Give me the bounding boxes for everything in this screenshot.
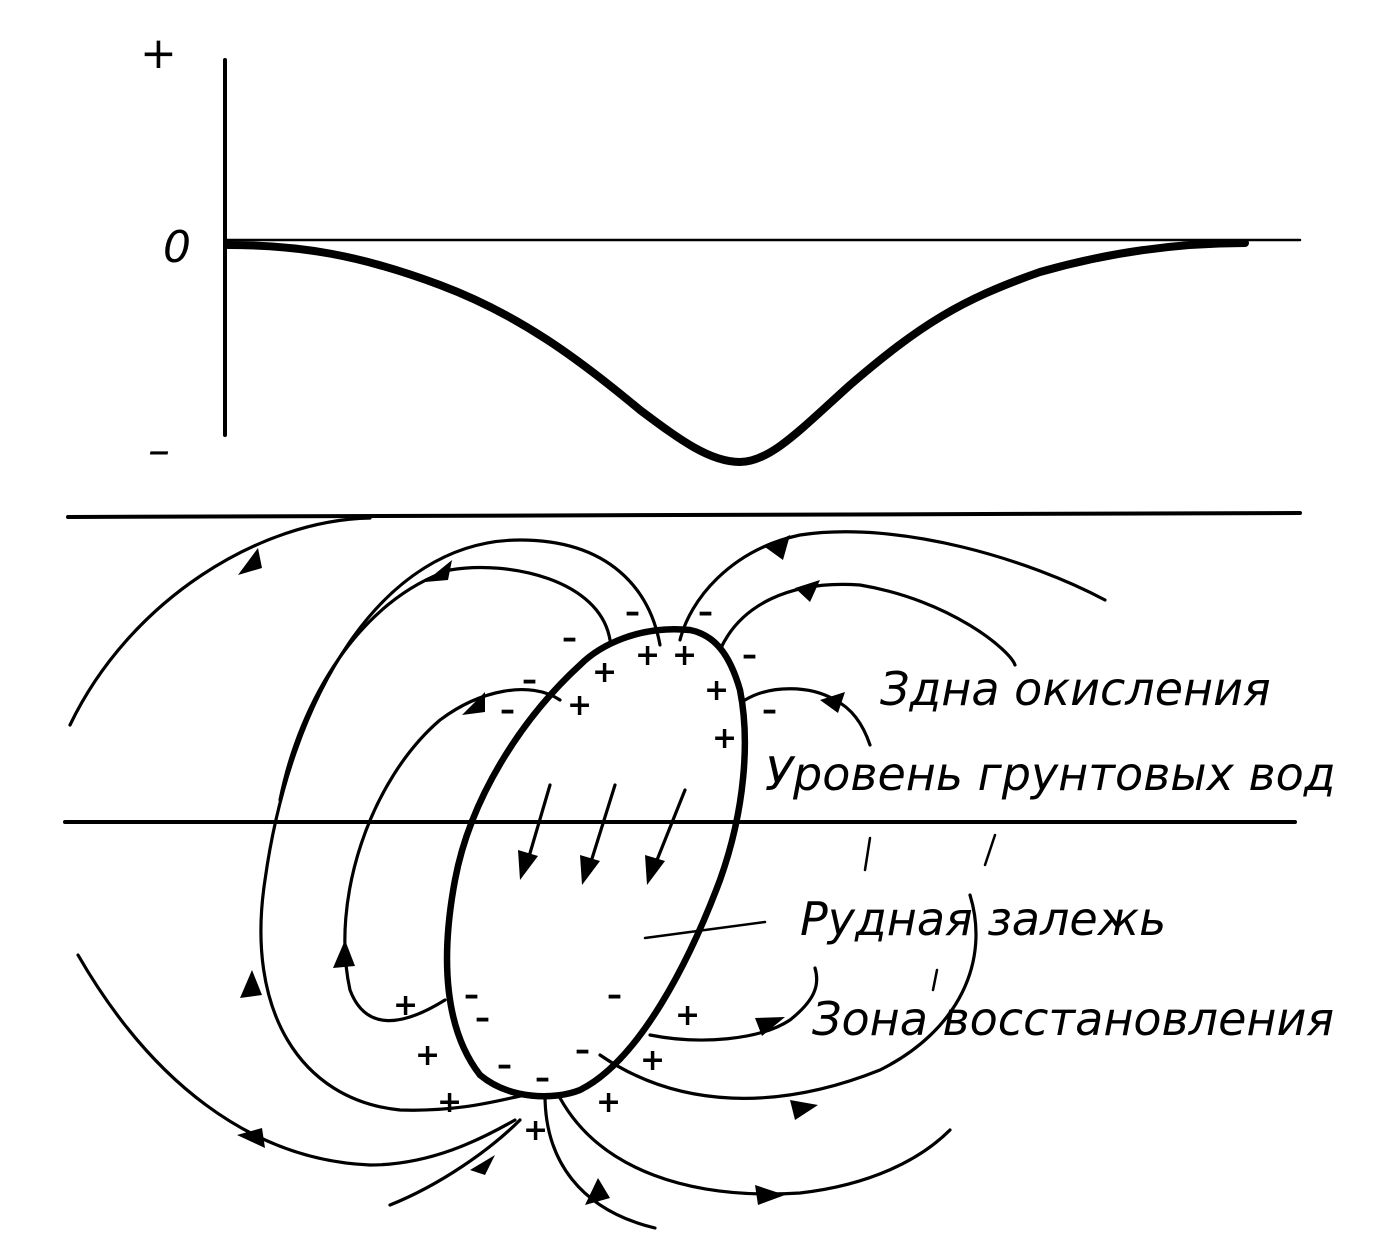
charge-minus: – [607, 978, 622, 1013]
field-line-outer-left [68, 516, 372, 727]
charge-minus: – [762, 693, 777, 728]
label-reduction-zone: Зона восстановления [812, 992, 1334, 1046]
arrowhead [755, 1185, 785, 1205]
arrowhead [237, 1128, 265, 1148]
charge-signs: – – – – – – – + + + + + + + + + + + + + … [393, 595, 777, 1148]
charge-plus: + [592, 655, 617, 690]
arrowhead [333, 940, 355, 968]
label-leaders [643, 833, 997, 992]
charge-minus: – [562, 621, 577, 656]
arrowhead [755, 1017, 785, 1036]
field-line-left-4 [343, 688, 562, 1023]
label-groundwater-level: Уровень грунтовых вод [765, 747, 1336, 801]
cross-section: – – – – – – – + + + + + + + + + + + + + … [63, 511, 1336, 1230]
charge-minus: – [500, 693, 515, 728]
charge-minus: – [475, 1001, 490, 1036]
charge-minus: – [464, 978, 479, 1013]
current-field-lines [68, 516, 1107, 1230]
charge-plus: + [415, 1038, 440, 1073]
internal-current-arrows [518, 783, 687, 885]
arrowhead [470, 1155, 495, 1175]
charge-minus: – [522, 663, 537, 698]
charge-plus: + [393, 988, 418, 1023]
field-line-left-2 [259, 538, 662, 1112]
charge-plus: + [712, 721, 737, 756]
leader-line-reduction [983, 833, 997, 867]
internal-arrow-shaft [653, 788, 687, 867]
field-line-outer-left-bottom [76, 953, 517, 1167]
label-ore-body: Рудная залежь [800, 892, 1166, 946]
arrowhead [790, 1100, 818, 1120]
charge-minus: – [535, 1061, 550, 1096]
axis-label-zero: 0 [163, 222, 191, 273]
field-line-top-right [678, 530, 1107, 642]
charge-minus: – [575, 1033, 590, 1068]
field-line-right-lower [598, 893, 978, 1100]
arrowhead [765, 535, 790, 560]
charge-plus: + [596, 1085, 621, 1120]
arrowhead [795, 580, 820, 602]
arrowhead [238, 548, 262, 575]
potential-profile-graph: + 0 – [140, 28, 1302, 476]
charge-plus: + [523, 1113, 548, 1148]
leader-line-tick [931, 968, 939, 992]
down-arrow-icon [580, 855, 600, 885]
arrowhead [425, 560, 452, 582]
charge-plus: + [704, 673, 729, 708]
leader-line-reduction [863, 836, 872, 872]
ground-surface-line [66, 511, 1302, 519]
charge-plus: + [672, 638, 697, 673]
axis-label-plus: + [140, 28, 177, 79]
arrowhead [462, 692, 485, 715]
charge-minus: – [625, 595, 640, 630]
charge-minus: – [742, 638, 757, 673]
charge-plus: + [437, 1085, 462, 1120]
label-oxidation-zone: Зднa окисления [880, 662, 1271, 716]
axis-label-minus: – [148, 425, 170, 476]
field-line-bottom-left [388, 1118, 522, 1207]
potential-anomaly-curve [224, 239, 1249, 466]
field-line-right-upper [718, 582, 1017, 667]
arrowhead [820, 692, 845, 713]
arrowhead [585, 1178, 610, 1205]
field-line-bottom-center [543, 1093, 657, 1230]
field-arrowheads [237, 535, 845, 1205]
internal-arrow-shaft [526, 783, 552, 862]
charge-minus: – [698, 595, 713, 630]
leader-line-ore-body [643, 920, 767, 940]
ore-body-outline [443, 626, 749, 1100]
charge-plus: + [635, 638, 660, 673]
charge-plus: + [567, 688, 592, 723]
charge-plus: + [675, 998, 700, 1033]
down-arrow-icon [518, 850, 538, 880]
down-arrow-icon [645, 855, 665, 885]
charge-minus: – [497, 1048, 512, 1083]
charge-plus: + [640, 1043, 665, 1078]
field-line-right-mid [648, 966, 819, 1042]
arrowhead [240, 970, 262, 998]
internal-arrow-shaft [588, 783, 617, 867]
